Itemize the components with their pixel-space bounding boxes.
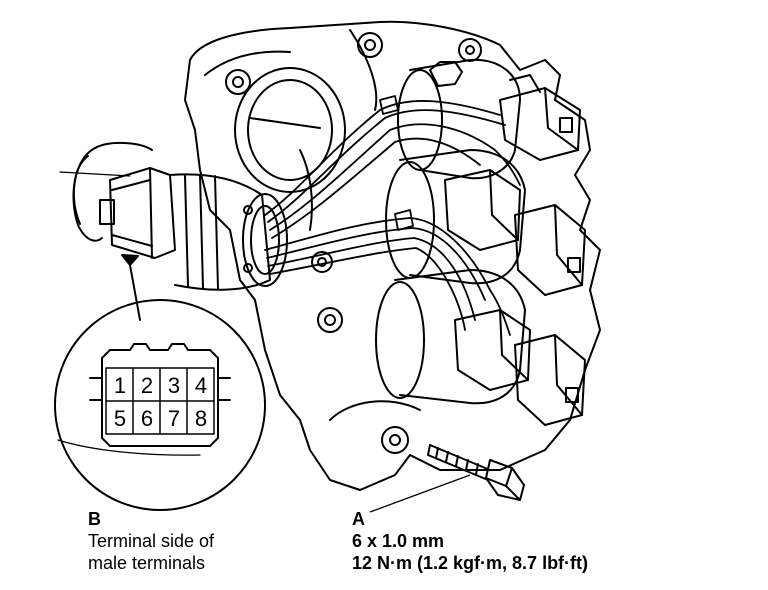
callout-a: A 6 x 1.0 mm 12 N·m (1.2 kgf·m, 8.7 lbf·… — [352, 508, 752, 574]
callout-b-line1: Terminal side of — [88, 531, 215, 551]
connector-mid-2 — [514, 204, 586, 296]
connector-low-2 — [514, 334, 586, 426]
terminal-6: 6 — [141, 406, 153, 431]
connector-mid-1 — [444, 169, 521, 251]
callout-b-letter: B — [88, 509, 101, 529]
terminal-1: 1 — [114, 373, 126, 398]
terminal-5: 5 — [114, 406, 126, 431]
solenoid-lower — [375, 269, 526, 405]
terminal-numbers: 1 2 3 4 5 6 7 8 — [114, 373, 207, 431]
terminal-3: 3 — [168, 373, 180, 398]
terminal-2: 2 — [141, 373, 153, 398]
callout-a-line2: 12 N·m (1.2 kgf·m, 8.7 lbf·ft) — [352, 553, 589, 573]
main-connector — [99, 167, 288, 291]
bolt-leader-line — [369, 474, 471, 513]
wire-harness — [264, 95, 521, 336]
bolt — [427, 444, 525, 501]
terminal-4: 4 — [195, 373, 207, 398]
solenoid-middle — [385, 149, 526, 285]
o-ring — [72, 142, 153, 242]
callout-a-line1: 6 x 1.0 mm — [352, 531, 445, 551]
housing-outline — [184, 20, 601, 491]
terminal-8: 8 — [195, 406, 207, 431]
callout-a-letter: A — [352, 509, 365, 529]
callout-b-line2: male terminals — [88, 553, 206, 573]
solenoid-upper — [397, 58, 521, 180]
leader-arrow — [59, 171, 141, 321]
terminal-detail-circle — [54, 299, 266, 511]
callout-b: B Terminal side of male terminals — [88, 508, 348, 574]
housing-bore — [234, 67, 346, 193]
terminal-7: 7 — [168, 406, 180, 431]
connector-top — [499, 74, 581, 161]
terminal-face — [89, 343, 231, 447]
